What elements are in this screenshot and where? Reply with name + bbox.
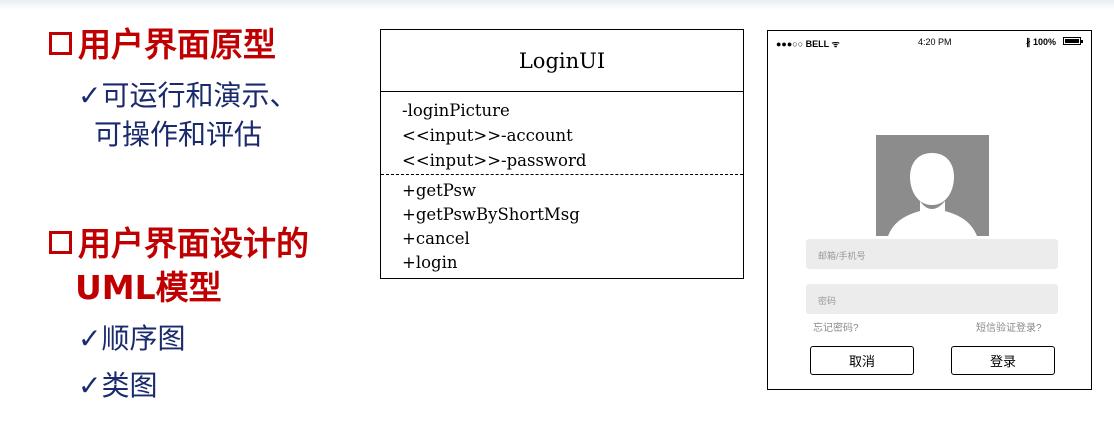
carrier-signal: ●●●○○ BELL ᯤ bbox=[776, 39, 840, 49]
checkmark-icon: ✓ bbox=[78, 369, 102, 402]
uml-model-item: ✓类图 bbox=[78, 369, 158, 402]
status-time: 4:20 PM bbox=[918, 37, 952, 47]
uml-operation: +login bbox=[402, 253, 458, 272]
status-bar: ●●●○○ BELL ᯤ 4:20 PM ∦ 100% bbox=[768, 31, 1091, 53]
uml-attribute: <<input>>-account bbox=[402, 126, 573, 145]
forgot-password-link[interactable]: 忘记密码? bbox=[813, 323, 859, 334]
heading-uml-model: 用户界面设计的 bbox=[49, 223, 309, 265]
uml-class-box: LoginUI -loginPicture <<input>>-account … bbox=[380, 29, 744, 279]
square-bullet-icon bbox=[49, 231, 72, 254]
heading-uml-model-line2: UML模型 bbox=[75, 268, 222, 307]
uml-attributes: -loginPicture <<input>>-account <<input>… bbox=[381, 92, 743, 174]
checkmark-icon: ✓ bbox=[78, 322, 102, 355]
uml-attribute: -loginPicture bbox=[402, 101, 510, 120]
top-gradient-band bbox=[0, 0, 1114, 10]
prototype-item: 可操作和评估 bbox=[94, 118, 263, 151]
uml-operations: +getPsw +getPswByShortMsg +cancel +login bbox=[381, 175, 743, 275]
battery-icon bbox=[1063, 37, 1083, 45]
uml-model-item: ✓顺序图 bbox=[78, 322, 186, 355]
battery-level: ∦ 100% bbox=[1025, 37, 1056, 47]
uml-operation: +getPswByShortMsg bbox=[402, 205, 580, 224]
account-input[interactable]: 邮箱/手机号 bbox=[806, 239, 1058, 269]
sms-login-link[interactable]: 短信验证登录? bbox=[976, 323, 1042, 334]
phone-login-mockup: ●●●○○ BELL ᯤ 4:20 PM ∦ 100% 邮箱/手机号 密码 忘记… bbox=[767, 30, 1092, 390]
login-button[interactable]: 登录 bbox=[951, 346, 1055, 375]
uml-dashed-divider bbox=[381, 174, 743, 175]
checkmark-icon: ✓ bbox=[78, 79, 102, 112]
heading-ui-prototype: 用户界面原型 bbox=[49, 24, 276, 66]
uml-class-name: LoginUI bbox=[381, 30, 743, 92]
square-bullet-icon bbox=[49, 32, 72, 55]
prototype-item: ✓可运行和演示、 bbox=[78, 79, 298, 112]
cancel-button[interactable]: 取消 bbox=[810, 346, 914, 375]
uml-operation: +cancel bbox=[402, 229, 470, 248]
uml-attribute: <<input>>-password bbox=[402, 151, 587, 170]
user-silhouette-icon bbox=[888, 153, 977, 236]
uml-operation: +getPsw bbox=[402, 181, 477, 200]
password-input[interactable]: 密码 bbox=[806, 284, 1058, 314]
avatar-picture bbox=[876, 135, 989, 236]
